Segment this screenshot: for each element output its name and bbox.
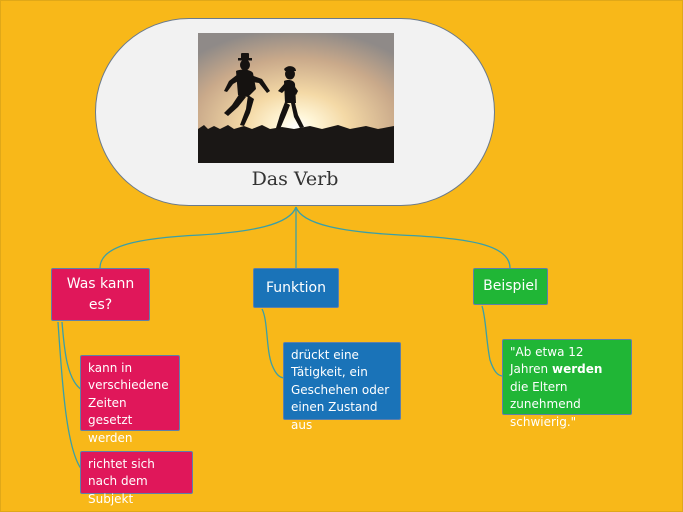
detail-text: drückt eine Tätigkeit, ein Geschehen ode… [291,348,390,432]
branch-was-kann-es[interactable]: Was kann es? [51,268,150,321]
detail-funktion[interactable]: drückt eine Tätigkeit, ein Geschehen ode… [283,342,401,432]
branch-label: Beispiel [483,278,538,295]
branch-label: Was kann es? [66,276,135,313]
example-emphasis: werden [551,362,603,377]
connector-beispiel-to-detail-1 [481,305,504,377]
connector-was-kann-es-to-detail-2 [57,321,83,471]
example-sentence: "Ab etwa 12 Jahren werden die Eltern zun… [510,345,602,429]
branch-label: Funktion [266,279,326,296]
detail-text: kann in verschiedene Zeiten gesetzt werd… [88,361,169,445]
example-text-after: die Eltern zunehmend schwierig." [510,379,581,429]
connector-funktion-to-detail-1 [261,308,286,379]
sunset-dancers-image [198,33,394,163]
branch-beispiel[interactable]: Beispiel [473,268,548,305]
detail-zeiten[interactable]: kann in verschiedene Zeiten gesetzt werd… [80,355,180,445]
connector-was-kann-es-to-detail-1 [61,321,83,391]
connector-central-to-beispiel [295,206,511,269]
detail-beispiel[interactable]: "Ab etwa 12 Jahren werden die Eltern zun… [502,339,632,429]
connector-central-to-was-kann-es [99,206,297,269]
central-topic-image [198,33,394,163]
detail-text: richtet sich nach dem Subjekt [88,457,155,506]
central-topic-title: Das Verb [251,168,339,190]
branch-funktion[interactable]: Funktion [253,268,339,308]
example-text-before: "Ab etwa 12 Jahren [510,345,584,377]
detail-subjekt[interactable]: richtet sich nach dem Subjekt [80,451,193,506]
